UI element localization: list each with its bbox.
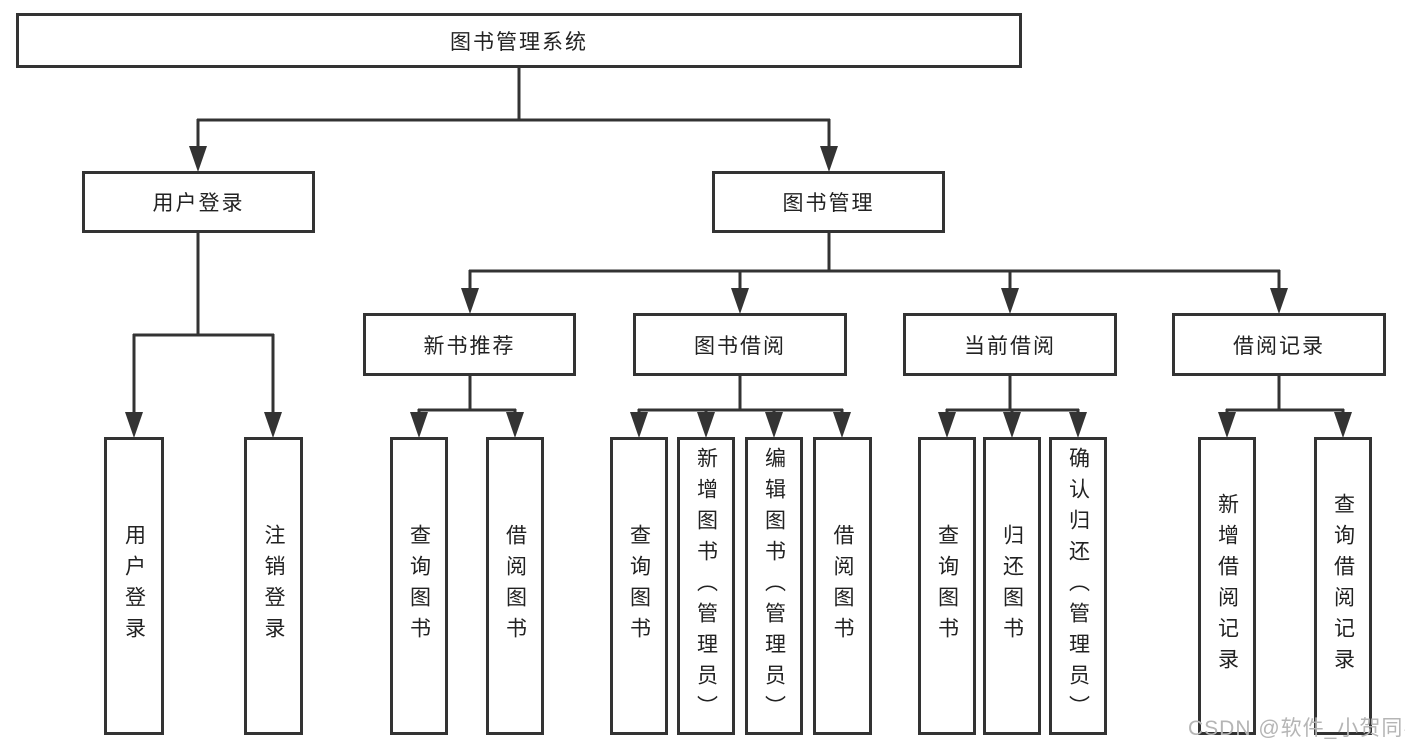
node-library-management-system: 图书管理系统 (16, 13, 1022, 68)
node-borrow-records: 借阅记录 (1172, 313, 1386, 376)
node-label: 编辑图书（管理员） (762, 446, 786, 726)
node-label: 当前借阅 (964, 334, 1056, 358)
csdn-watermark: CSDN @软件_小贺同学 (1188, 717, 1405, 740)
leaf-query-books-recommend: 查询图书 (390, 437, 448, 735)
leaf-query-books-current: 查询图书 (918, 437, 976, 735)
node-label: 图书管理系统 (450, 30, 588, 54)
leaf-add-borrow-record: 新增借阅记录 (1198, 437, 1256, 735)
leaf-logout: 注销登录 (244, 437, 303, 735)
node-book-borrow: 图书借阅 (633, 313, 847, 376)
node-label: 确认归还（管理员） (1066, 446, 1090, 726)
node-label: 查询图书 (935, 524, 959, 648)
leaf-query-borrow-record: 查询借阅记录 (1314, 437, 1372, 735)
leaf-borrow-books-recommend: 借阅图书 (486, 437, 544, 735)
node-label: 新增图书（管理员） (694, 446, 718, 726)
node-label: 归还图书 (1000, 524, 1024, 648)
node-current-borrow: 当前借阅 (903, 313, 1117, 376)
node-label: 用户登录 (122, 524, 146, 648)
leaf-confirm-return-admin: 确认归还（管理员） (1049, 437, 1107, 735)
leaf-user-login: 用户登录 (104, 437, 164, 735)
node-label: 借阅记录 (1233, 334, 1325, 358)
leaf-return-books: 归还图书 (983, 437, 1041, 735)
node-label: 图书借阅 (694, 334, 786, 358)
leaf-add-books-admin: 新增图书（管理员） (677, 437, 735, 735)
node-label: 查询图书 (407, 524, 431, 648)
node-label: 新书推荐 (423, 334, 516, 358)
arrowheads (125, 146, 1352, 438)
node-label: 图书管理 (782, 192, 875, 215)
node-label: 借阅图书 (503, 524, 527, 648)
node-book-management: 图书管理 (712, 171, 945, 233)
node-user-login: 用户登录 (82, 171, 315, 233)
node-label: 查询图书 (627, 524, 651, 648)
leaf-edit-books-admin: 编辑图书（管理员） (745, 437, 803, 735)
connector-segments (132, 68, 1345, 415)
leaf-borrow-books: 借阅图书 (813, 437, 872, 735)
node-label: 注销登录 (262, 524, 285, 648)
node-label: 查询借阅记录 (1331, 493, 1355, 679)
node-new-book-recommend: 新书推荐 (363, 313, 576, 376)
node-label: 用户登录 (152, 192, 245, 215)
leaf-query-books-borrow: 查询图书 (610, 437, 668, 735)
node-label: 借阅图书 (831, 524, 854, 648)
node-label: 新增借阅记录 (1215, 493, 1239, 679)
